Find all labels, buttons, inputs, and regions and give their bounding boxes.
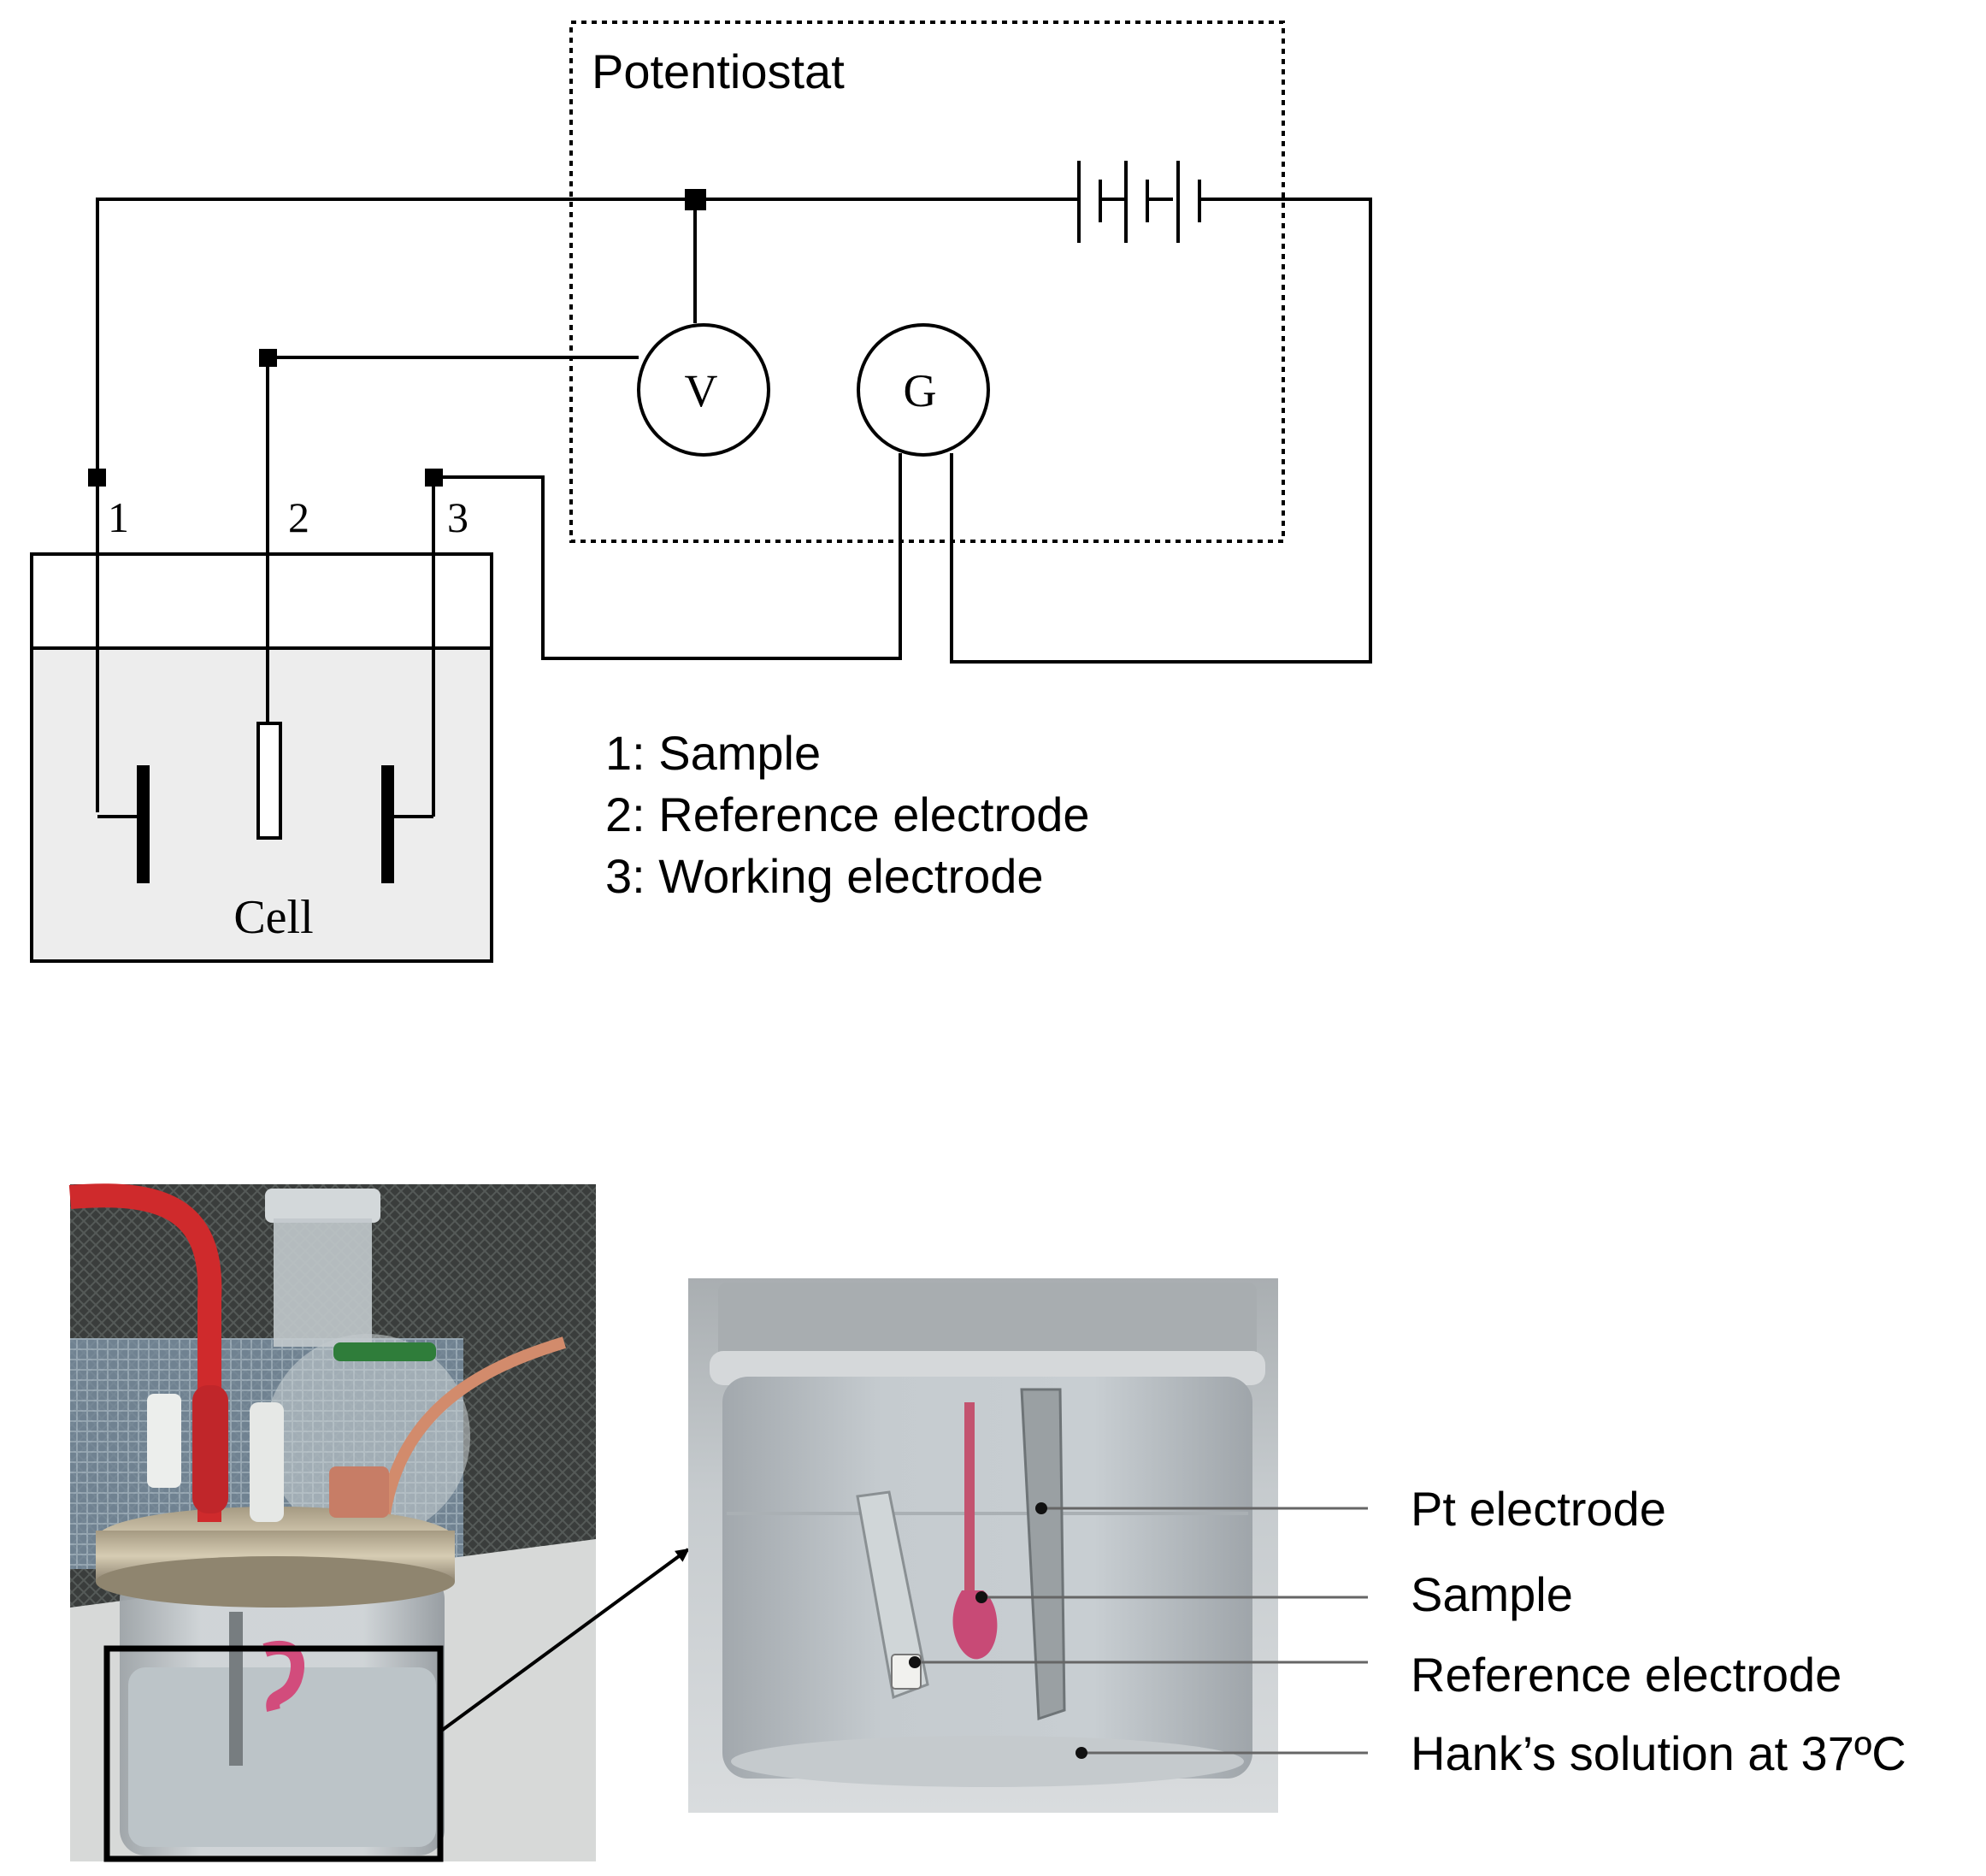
potentiostat-label: Potentiostat: [592, 44, 845, 98]
terminal-label-3: 3: [447, 493, 469, 541]
voltmeter-label: V: [685, 365, 718, 416]
callout-lines: [915, 1507, 1368, 1755]
cell-electrodes: [137, 722, 433, 883]
voltmeter-icon: V: [637, 323, 770, 457]
working-wire: [432, 453, 902, 817]
callout-pt-electrode: Pt electrode: [1411, 1482, 1666, 1536]
battery-icon: [1077, 161, 1201, 243]
callout-reference-electrode: Reference electrode: [1411, 1648, 1842, 1702]
zoomed-cell-photo: [688, 1278, 1278, 1813]
cell-label: Cell: [233, 891, 313, 944]
sample-electrode: [137, 765, 150, 883]
photo-callouts: Pt electrode Sample Reference electrode …: [1411, 1482, 1906, 1780]
electrode-legend: 1: Sample 2: Reference electrode 3: Work…: [605, 726, 1090, 903]
terminal-node-2: [259, 349, 277, 367]
cell-outline: [30, 552, 493, 963]
legend-item-working: 3: Working electrode: [605, 849, 1044, 903]
setup-photo: [68, 1183, 596, 1862]
working-electrode: [381, 765, 394, 883]
potentiostat-box: [569, 21, 1285, 543]
callout-hanks-solution: Hank’s solution at 37ºC: [1411, 1726, 1906, 1780]
zoom-region-box: [103, 1645, 444, 1862]
terminal-node-1: [88, 469, 106, 487]
callout-dots: [909, 1502, 1087, 1759]
zoom-arrow: [439, 1548, 690, 1733]
circuit-diagram: Potentiostat Cell: [30, 21, 1372, 963]
legend-item-reference: 2: Reference electrode: [605, 788, 1090, 841]
terminal-node-3: [425, 469, 443, 487]
callout-sample: Sample: [1411, 1567, 1573, 1621]
battery-return-wire: [950, 198, 1372, 664]
galvanometer-icon: G: [857, 323, 990, 457]
legend-item-sample: 1: Sample: [605, 726, 821, 780]
terminal-label-2: 2: [288, 493, 309, 541]
terminal-label-1: 1: [108, 493, 129, 541]
sample-wire: [96, 198, 1079, 812]
reference-electrode: [256, 722, 282, 840]
galvanometer-label: G: [904, 365, 937, 416]
junction-node-top: [685, 189, 706, 210]
